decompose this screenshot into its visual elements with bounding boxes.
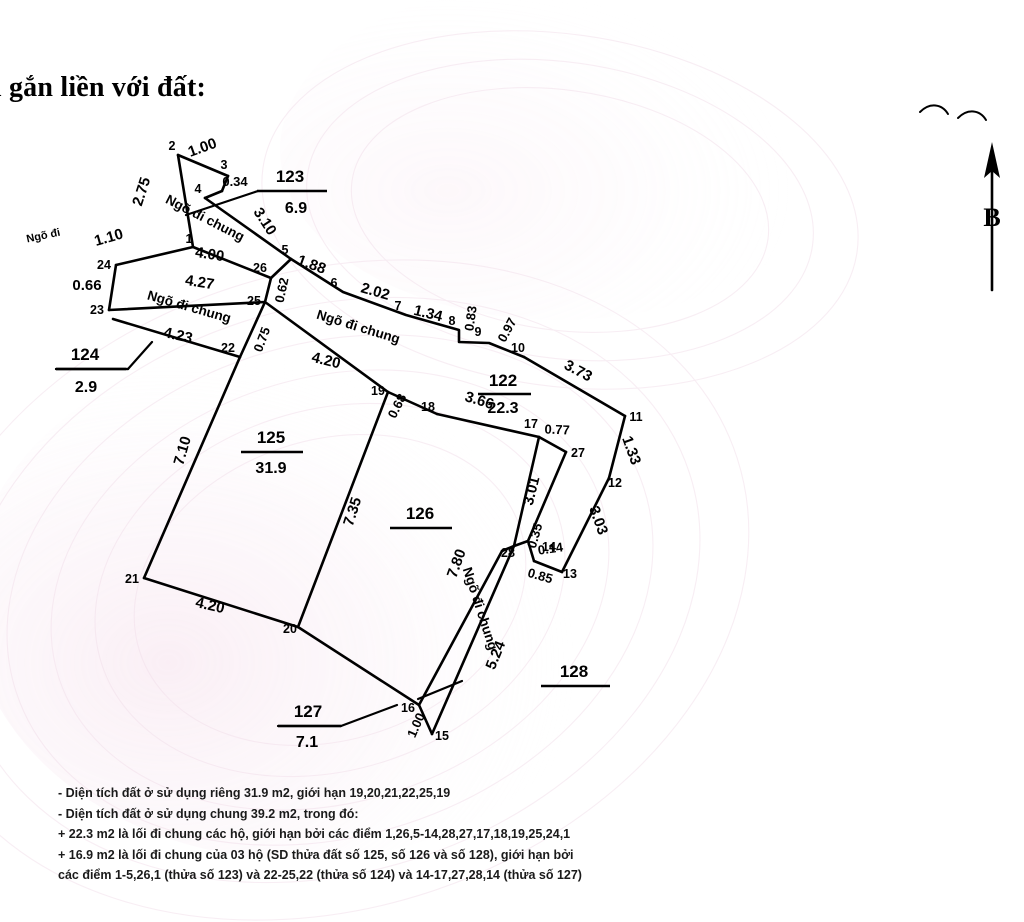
vertex-number: 20 xyxy=(283,622,297,636)
legend-line: + 16.9 m2 là lối đi chung của 03 hộ (SD … xyxy=(58,847,574,862)
dimension-label: 1.33 xyxy=(618,434,644,467)
parcel-area: 7.1 xyxy=(296,734,318,751)
road-name-label: Ngõ đi chung xyxy=(315,307,402,347)
dimension-label: 7.35 xyxy=(340,495,365,528)
vertex-number: 18 xyxy=(421,400,435,414)
parcel-number: 124 xyxy=(71,345,100,364)
vertex-number: 22 xyxy=(221,341,235,355)
vertex-number: 25 xyxy=(247,294,261,308)
vertex-number: 11 xyxy=(629,410,642,424)
dimension-label: 1.34 xyxy=(412,302,445,326)
dimension-label: 7.10 xyxy=(170,434,194,467)
dimension-label: 0.77 xyxy=(544,422,570,438)
vertex-number: 1 xyxy=(186,232,193,246)
page-title: n gắn liền với đất: xyxy=(0,72,207,103)
parcel-area: 6.9 xyxy=(285,200,307,217)
vertex-number: 7 xyxy=(395,299,402,313)
legend-line: - Diện tích đất ở sử dụng chung 39.2 m2,… xyxy=(58,806,359,821)
vertex-number: 24 xyxy=(97,258,111,272)
parcel-number: 123 xyxy=(276,167,304,186)
dimension-label: 4.20 xyxy=(310,349,342,373)
vertex-number: 6 xyxy=(331,276,338,290)
vertex-number: 2 xyxy=(169,139,176,153)
dimension-label: 4.00 xyxy=(194,244,226,265)
vertex-number: 19 xyxy=(371,384,385,398)
parcel-number: 126 xyxy=(406,504,434,523)
vertex-number: 15 xyxy=(435,729,449,743)
vertex-number: 9 xyxy=(475,325,482,339)
dimension-label: 0.68 xyxy=(385,391,410,420)
legend-line: + 22.3 m2 là lối đi chung các hộ, giới h… xyxy=(58,827,571,841)
dimension-label: 1.10 xyxy=(92,225,125,249)
vertex-number: 3 xyxy=(221,158,228,172)
vertex-number: 5 xyxy=(282,243,289,257)
vertex-number: 17 xyxy=(524,417,538,431)
vertex-number: 16 xyxy=(401,701,415,715)
vertex-number: 26 xyxy=(253,261,267,275)
parcel-number: 128 xyxy=(560,662,588,681)
dimension-label: 3.01 xyxy=(520,475,544,507)
dimension-label: 4.23 xyxy=(162,324,194,347)
dimension-label: 0.66 xyxy=(72,277,101,294)
legend-line: - Diện tích đất ở sử dụng riêng 31.9 m2,… xyxy=(58,786,451,800)
parcel-number: 127 xyxy=(294,702,322,721)
legend-line: các điểm 1-5,26,1 (thửa số 123) và 22-25… xyxy=(58,868,582,882)
dimension-label: 0.62 xyxy=(272,276,292,304)
vertex-number: 21 xyxy=(125,572,139,586)
dimension-label: 4.20 xyxy=(194,594,226,617)
parcel-number: 125 xyxy=(257,428,285,447)
vertex-number: 10 xyxy=(511,341,525,355)
vertex-number: 28 xyxy=(501,546,515,560)
parcel-area: 22.3 xyxy=(487,400,518,417)
compass-north-arrow: B xyxy=(919,104,1001,292)
road-name-label: Ngõ đi xyxy=(25,227,61,246)
parcel-area: 31.9 xyxy=(255,460,286,477)
parcel-area: 2.9 xyxy=(75,379,97,396)
dimension-label: 0.34 xyxy=(222,174,248,189)
vertex-number: 14 xyxy=(542,540,556,554)
vertex-number: 4 xyxy=(195,182,202,196)
dimension-label: 4.27 xyxy=(184,272,216,293)
compass-label: B xyxy=(983,203,1000,232)
dimension-label: 2.75 xyxy=(129,175,154,208)
vertex-number: 23 xyxy=(90,303,104,317)
parcel-number: 122 xyxy=(489,371,517,390)
vertex-number: 13 xyxy=(563,567,577,581)
vertex-number: 27 xyxy=(571,446,585,460)
vertex-number-layer: 1234567891011121314151617181920212223242… xyxy=(90,139,643,743)
dimension-label: 1.88 xyxy=(295,252,328,278)
legend-block: - Diện tích đất ở sử dụng riêng 31.9 m2,… xyxy=(58,783,738,886)
road-name-label: Ngõ đi chung xyxy=(460,565,501,652)
dimension-label: 1.00 xyxy=(186,135,219,161)
vertex-number: 8 xyxy=(449,314,456,328)
vertex-number: 12 xyxy=(608,476,622,490)
